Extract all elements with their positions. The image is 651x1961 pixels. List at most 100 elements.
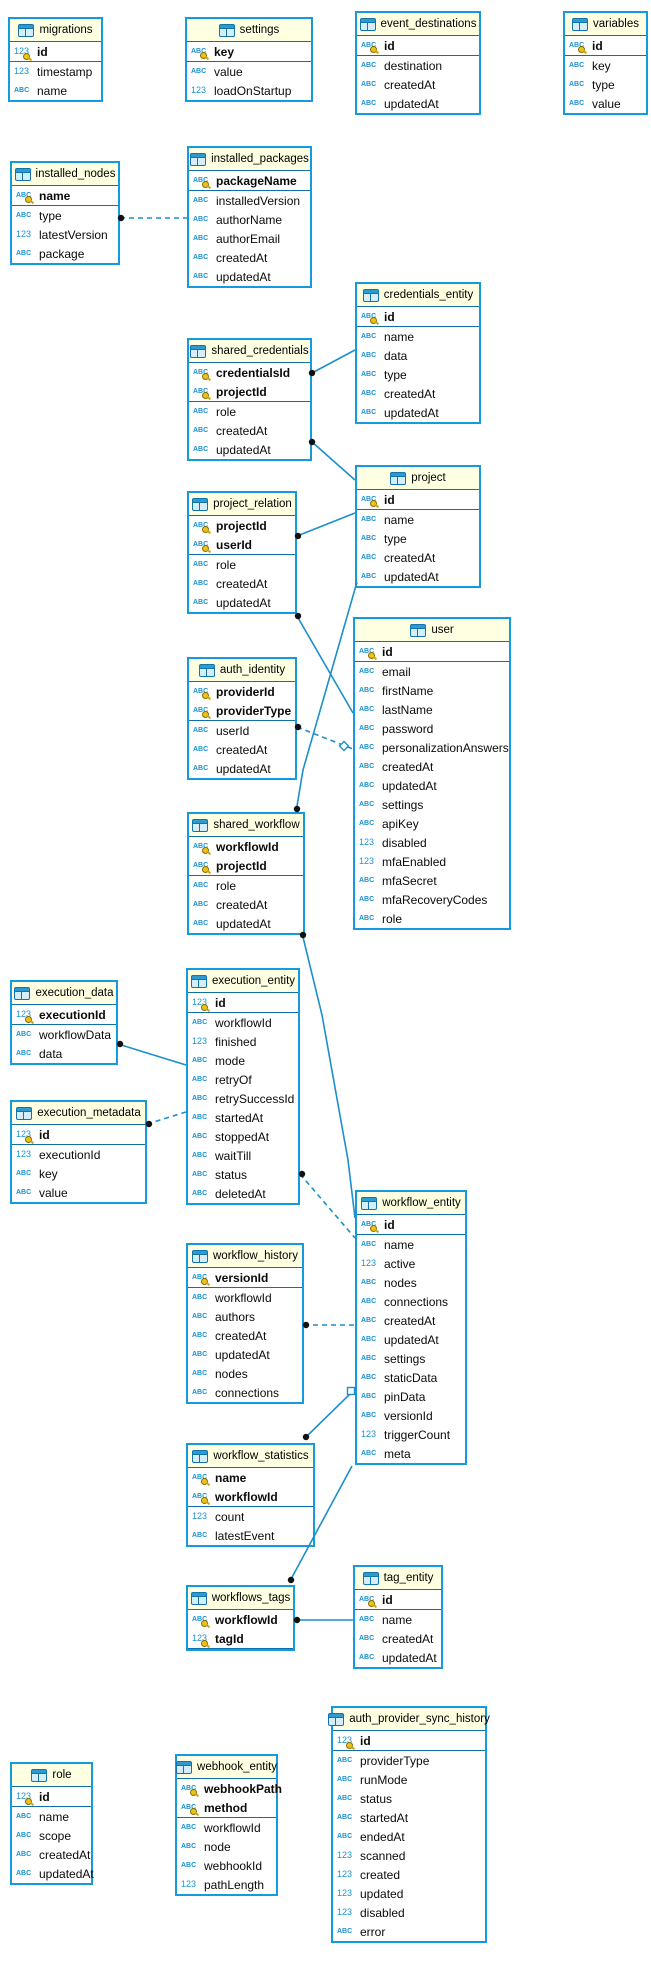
table-header[interactable]: project: [357, 467, 479, 490]
table-header[interactable]: workflow_history: [188, 1245, 302, 1268]
table-header[interactable]: execution_entity: [188, 970, 298, 993]
relationship-line-execution_entity-workflow_entity[interactable]: [299, 1173, 356, 1239]
table-header[interactable]: webhook_entity: [176, 1756, 277, 1779]
table-header[interactable]: installed_nodes: [12, 163, 118, 186]
relationship-line-auth_identity-user[interactable]: [296, 726, 354, 750]
table-header[interactable]: auth_identity: [189, 659, 295, 682]
table-header[interactable]: user: [355, 619, 509, 642]
table-header[interactable]: event_destinations: [357, 13, 479, 36]
relationship-line-project_relation-user[interactable]: [296, 615, 354, 714]
table-header[interactable]: tag_entity: [355, 1567, 441, 1590]
table-header[interactable]: settings: [187, 19, 311, 42]
relationship-line-shared_credentials-project[interactable]: [311, 441, 356, 481]
table-header[interactable]: workflows_tags: [188, 1587, 293, 1610]
relationship-line-execution_data-execution_entity[interactable]: [117, 1043, 187, 1066]
table-header[interactable]: execution_data: [12, 982, 116, 1005]
table-header[interactable]: shared_credentials: [189, 340, 310, 363]
relationship-line-shared_workflow-workflow_entity[interactable]: [301, 932, 356, 1219]
relationship-line-project-shared_workflow[interactable]: [295, 581, 358, 813]
